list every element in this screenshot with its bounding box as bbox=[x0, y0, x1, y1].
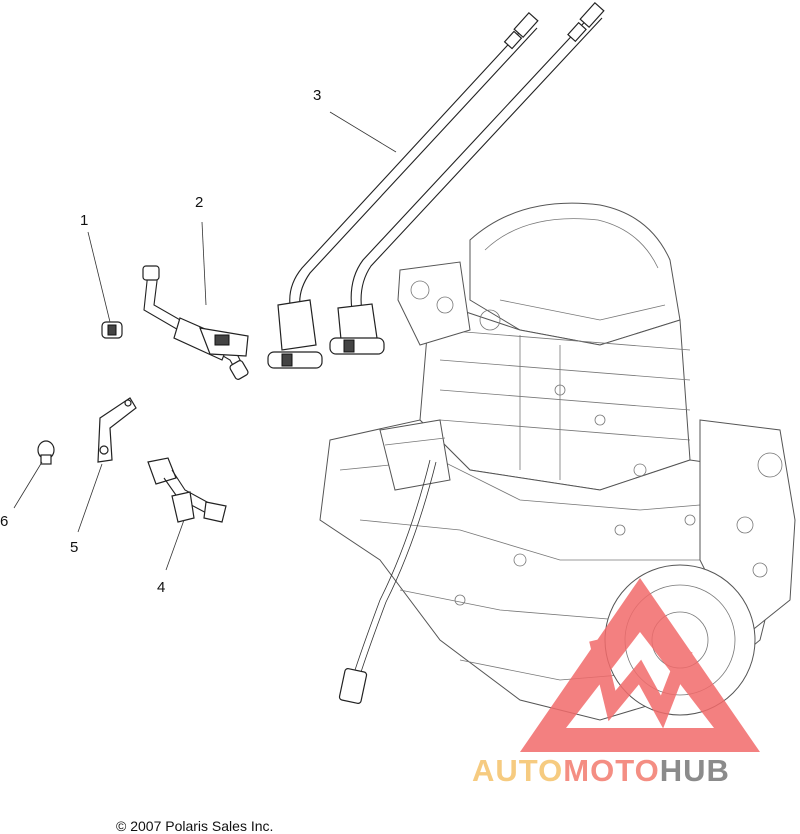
part-6-bolt bbox=[37, 440, 55, 465]
part-4-hose bbox=[147, 457, 227, 523]
engine-assembly bbox=[319, 202, 796, 721]
watermark-text-auto: AUTO bbox=[472, 753, 563, 788]
callout-3: 3 bbox=[313, 87, 321, 104]
part-2-fuel-rail bbox=[142, 265, 249, 380]
callout-4: 4 bbox=[157, 579, 165, 596]
callout-2: 2 bbox=[195, 194, 203, 211]
callout-1: 1 bbox=[80, 212, 88, 229]
callout-5: 5 bbox=[70, 539, 78, 556]
watermark-text-hub: HUB bbox=[660, 753, 730, 788]
part-1-fitting bbox=[101, 321, 123, 339]
watermark-text-moto: MOTO bbox=[563, 753, 659, 788]
callout-6: 6 bbox=[0, 513, 8, 530]
callout-labels: 1 2 3 4 5 6 bbox=[0, 87, 321, 596]
leader-lines bbox=[13, 111, 397, 571]
svg-text:AUTOMOTOHUB: AUTOMOTOHUB bbox=[472, 753, 730, 788]
part-5-bracket bbox=[97, 397, 137, 463]
watermark-logo: AUTOMOTOHUB bbox=[472, 578, 760, 788]
copyright-notice: © 2007 Polaris Sales Inc. bbox=[116, 818, 274, 834]
watermark-triangle-icon bbox=[520, 578, 760, 752]
part-3-fuel-lines bbox=[267, 1, 605, 369]
